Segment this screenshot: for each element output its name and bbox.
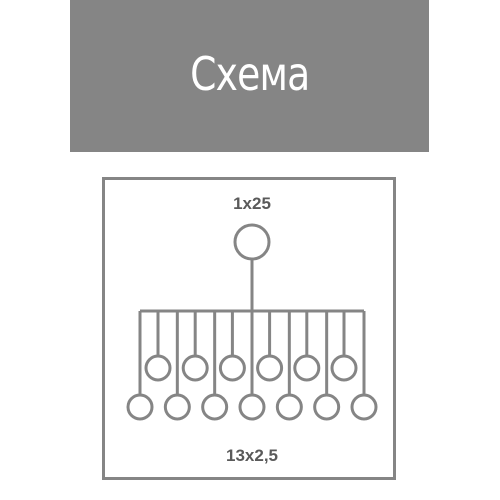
distribution-frame: [138, 309, 366, 395]
upper-lamp-circle: [293, 354, 321, 382]
upper-lamp-circle: [181, 354, 209, 382]
header-banner: Схема: [70, 0, 429, 152]
upper-lamp-circle: [218, 354, 246, 382]
lower-lamp-row: [126, 393, 378, 421]
upper-lamp-circle: [256, 354, 284, 382]
header-title: Схема: [189, 47, 310, 101]
lower-lamp-circle: [201, 393, 229, 421]
lower-lamp-circle: [163, 393, 191, 421]
lower-lamp-circle: [275, 393, 303, 421]
lower-lamp-circle: [238, 393, 266, 421]
upper-lamp-circle: [330, 354, 358, 382]
upper-lamp-row: [144, 354, 358, 382]
lower-lamp-circle: [350, 393, 378, 421]
main-circle: [233, 223, 271, 261]
bottom-label: 13x2,5: [226, 446, 278, 465]
upper-lamp-circle: [144, 354, 172, 382]
diagram-frame: [102, 177, 396, 480]
lower-lamp-circle: [313, 393, 341, 421]
lower-lamp-circle: [126, 393, 154, 421]
top-label: 1x25: [233, 194, 271, 213]
